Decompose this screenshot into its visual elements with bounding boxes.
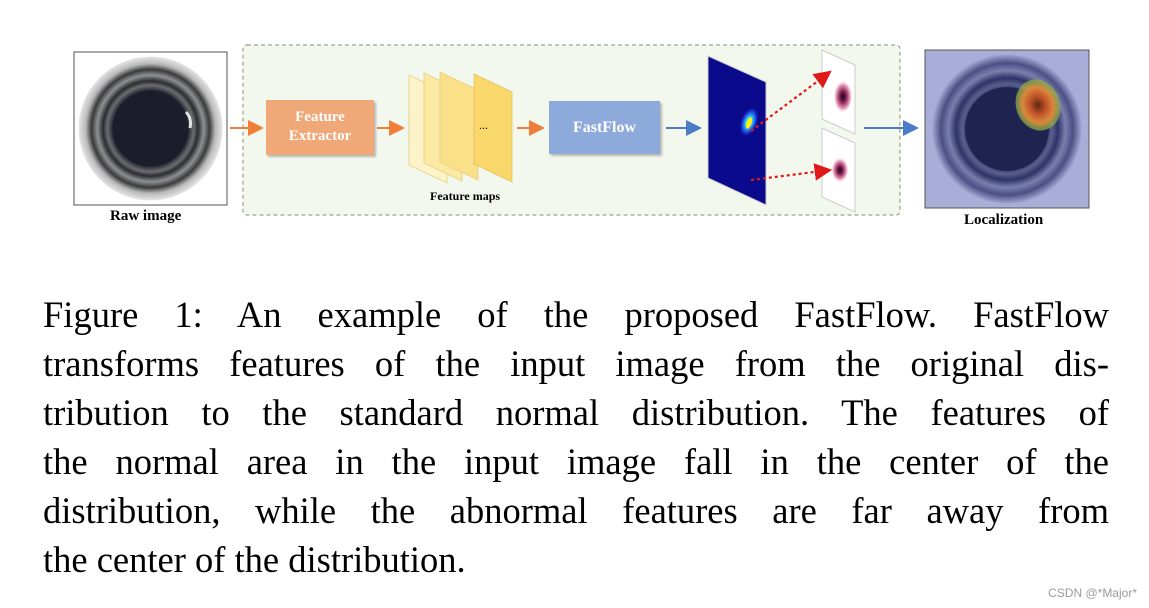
feature-maps-ellipsis: ... [479,118,488,132]
normal-arrow [750,163,833,182]
fastflow-figure: Raw image Feature Extractor ... Feature … [0,0,1149,255]
feature-extractor-label: Feature Extractor [288,109,352,144]
localization-label: Localization [964,212,1044,228]
abnormal-arrow [750,70,832,132]
figure-graphics [73,44,1090,216]
figure-caption: Figure 1: An example of the proposed Fas… [43,290,1109,584]
distribution-panel-bottom [821,127,856,213]
raw-image [73,51,228,206]
localization-image [924,49,1090,209]
feature-maps-stack [408,71,513,184]
caption-line: transforms features of the input image f… [43,343,1109,384]
distribution-panel-top [821,49,856,135]
fastflow-box [549,101,660,154]
raw-image-label: Raw image [110,208,182,224]
watermark: CSDN @*Major* [1048,586,1137,600]
feature-extractor-box [266,100,374,155]
caption-line: the normal area in the input image fall … [43,441,1109,482]
caption-line: Figure 1: An example of the proposed Fas… [43,294,1109,335]
distribution-heatmap [707,55,767,206]
caption-line: the center of the distribution. [43,539,466,580]
caption-line: distribution, while the abnormal feature… [43,490,1109,531]
feature-maps-label: Feature maps [430,189,501,203]
fastflow-label: FastFlow [572,119,637,136]
caption-line: tribution to the standard normal distrib… [43,392,1109,433]
